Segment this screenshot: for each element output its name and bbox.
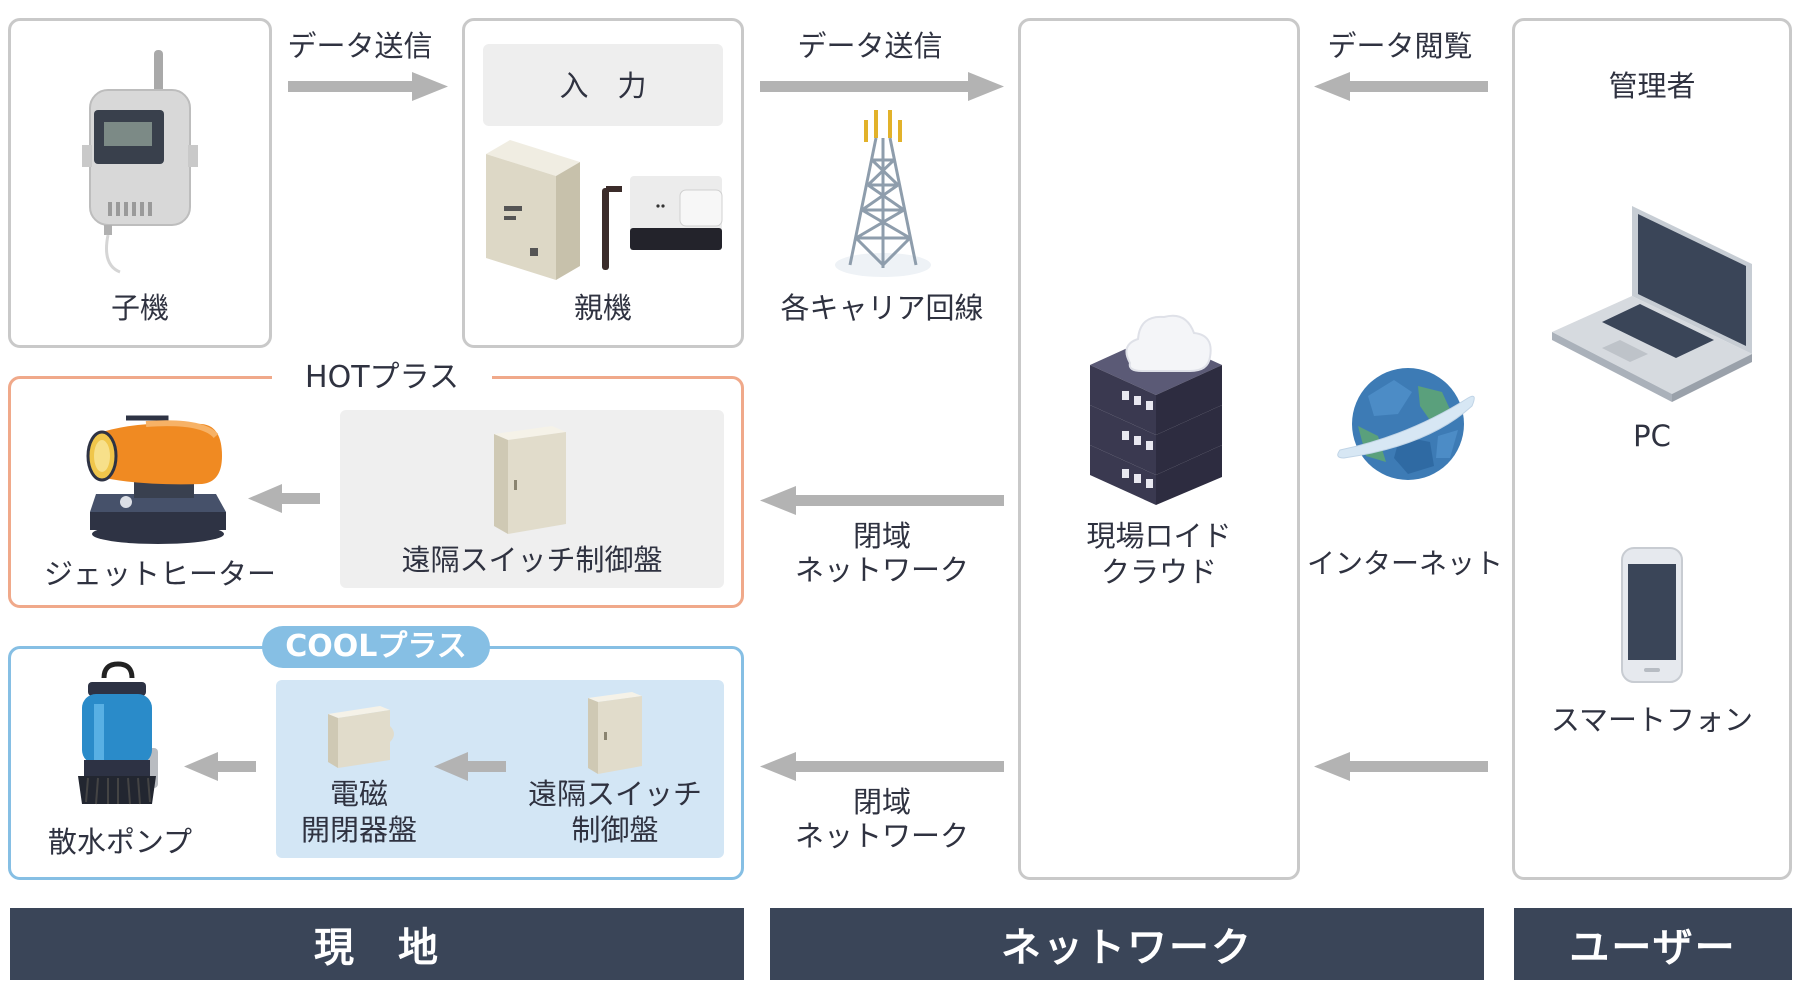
parent-unit-label: 親機 (573, 291, 632, 325)
arrow-right-2 (760, 72, 1004, 101)
arrow-left-closed-2 (760, 752, 1004, 781)
smartphone-icon (1621, 547, 1683, 683)
cloud-label-1: 現場ロイド (1086, 519, 1232, 553)
arrow-left-closed-1 (760, 486, 1004, 515)
child-unit-label: 子機 (110, 291, 169, 325)
admin-label: 管理者 (1608, 69, 1696, 103)
user-box (1512, 18, 1792, 880)
input-label: 入 力 (559, 69, 647, 103)
cool-plus-tag (262, 626, 490, 668)
switch-cabinet-icon (494, 426, 566, 534)
radio-tower-icon (835, 110, 931, 277)
cool-switch-label-1: 遠隔スイッチ (527, 777, 702, 811)
data-send-label-2: データ送信 (797, 29, 943, 63)
hot-plus-title: HOTプラス (272, 360, 492, 396)
gateway-device-icon (602, 176, 723, 270)
arrow-left-cool-outer (184, 752, 256, 781)
smartphone-label: スマートフォン (1550, 703, 1754, 737)
magnetic-label-1: 電磁 (329, 777, 388, 811)
arrow-right-1 (288, 72, 448, 101)
footer-site: 現 地 (10, 908, 744, 980)
pc-label: PC (1633, 419, 1671, 453)
magnetic-switch-icon (328, 706, 394, 768)
carrier-line-label: 各キャリア回線 (780, 291, 984, 325)
closed-network-1a: 閉域 (852, 519, 911, 553)
data-send-label-1: データ送信 (287, 29, 433, 63)
jet-heater-label: ジェットヒーター (43, 557, 276, 591)
arrow-left-hot-inner (248, 484, 320, 513)
internet-label: インターネット (1306, 547, 1503, 580)
globe-icon (1337, 368, 1475, 480)
cool-switch-cabinet-icon (588, 692, 642, 774)
data-logger-icon (82, 50, 198, 274)
cool-plus-title: COOLプラス (285, 629, 467, 664)
cloud-label-2: クラウド (1100, 555, 1217, 589)
footer-user: ユーザー (1514, 908, 1792, 980)
jet-heater-icon (86, 415, 226, 544)
closed-network-2b: ネットワーク (794, 819, 969, 853)
server-cloud-icon (1090, 314, 1222, 505)
footer-network: ネットワーク (770, 908, 1484, 980)
arrow-left-view (1314, 72, 1488, 101)
water-pump-label: 散水ポンプ (47, 825, 193, 859)
control-cabinet-icon (486, 140, 580, 280)
hot-switch-label: 遠隔スイッチ制御盤 (401, 543, 663, 577)
input-panel (483, 44, 723, 126)
magnetic-label-2: 開閉器盤 (300, 813, 417, 847)
arrow-left-user-bottom (1314, 752, 1488, 781)
closed-network-1b: ネットワーク (794, 553, 969, 587)
arrow-left-cool-inner (434, 752, 506, 781)
cool-switch-label-2: 制御盤 (571, 813, 659, 847)
laptop-icon (1552, 206, 1752, 402)
closed-network-2a: 閉域 (852, 785, 911, 819)
data-view-label: データ閲覧 (1327, 29, 1473, 63)
water-pump-icon (78, 661, 158, 805)
